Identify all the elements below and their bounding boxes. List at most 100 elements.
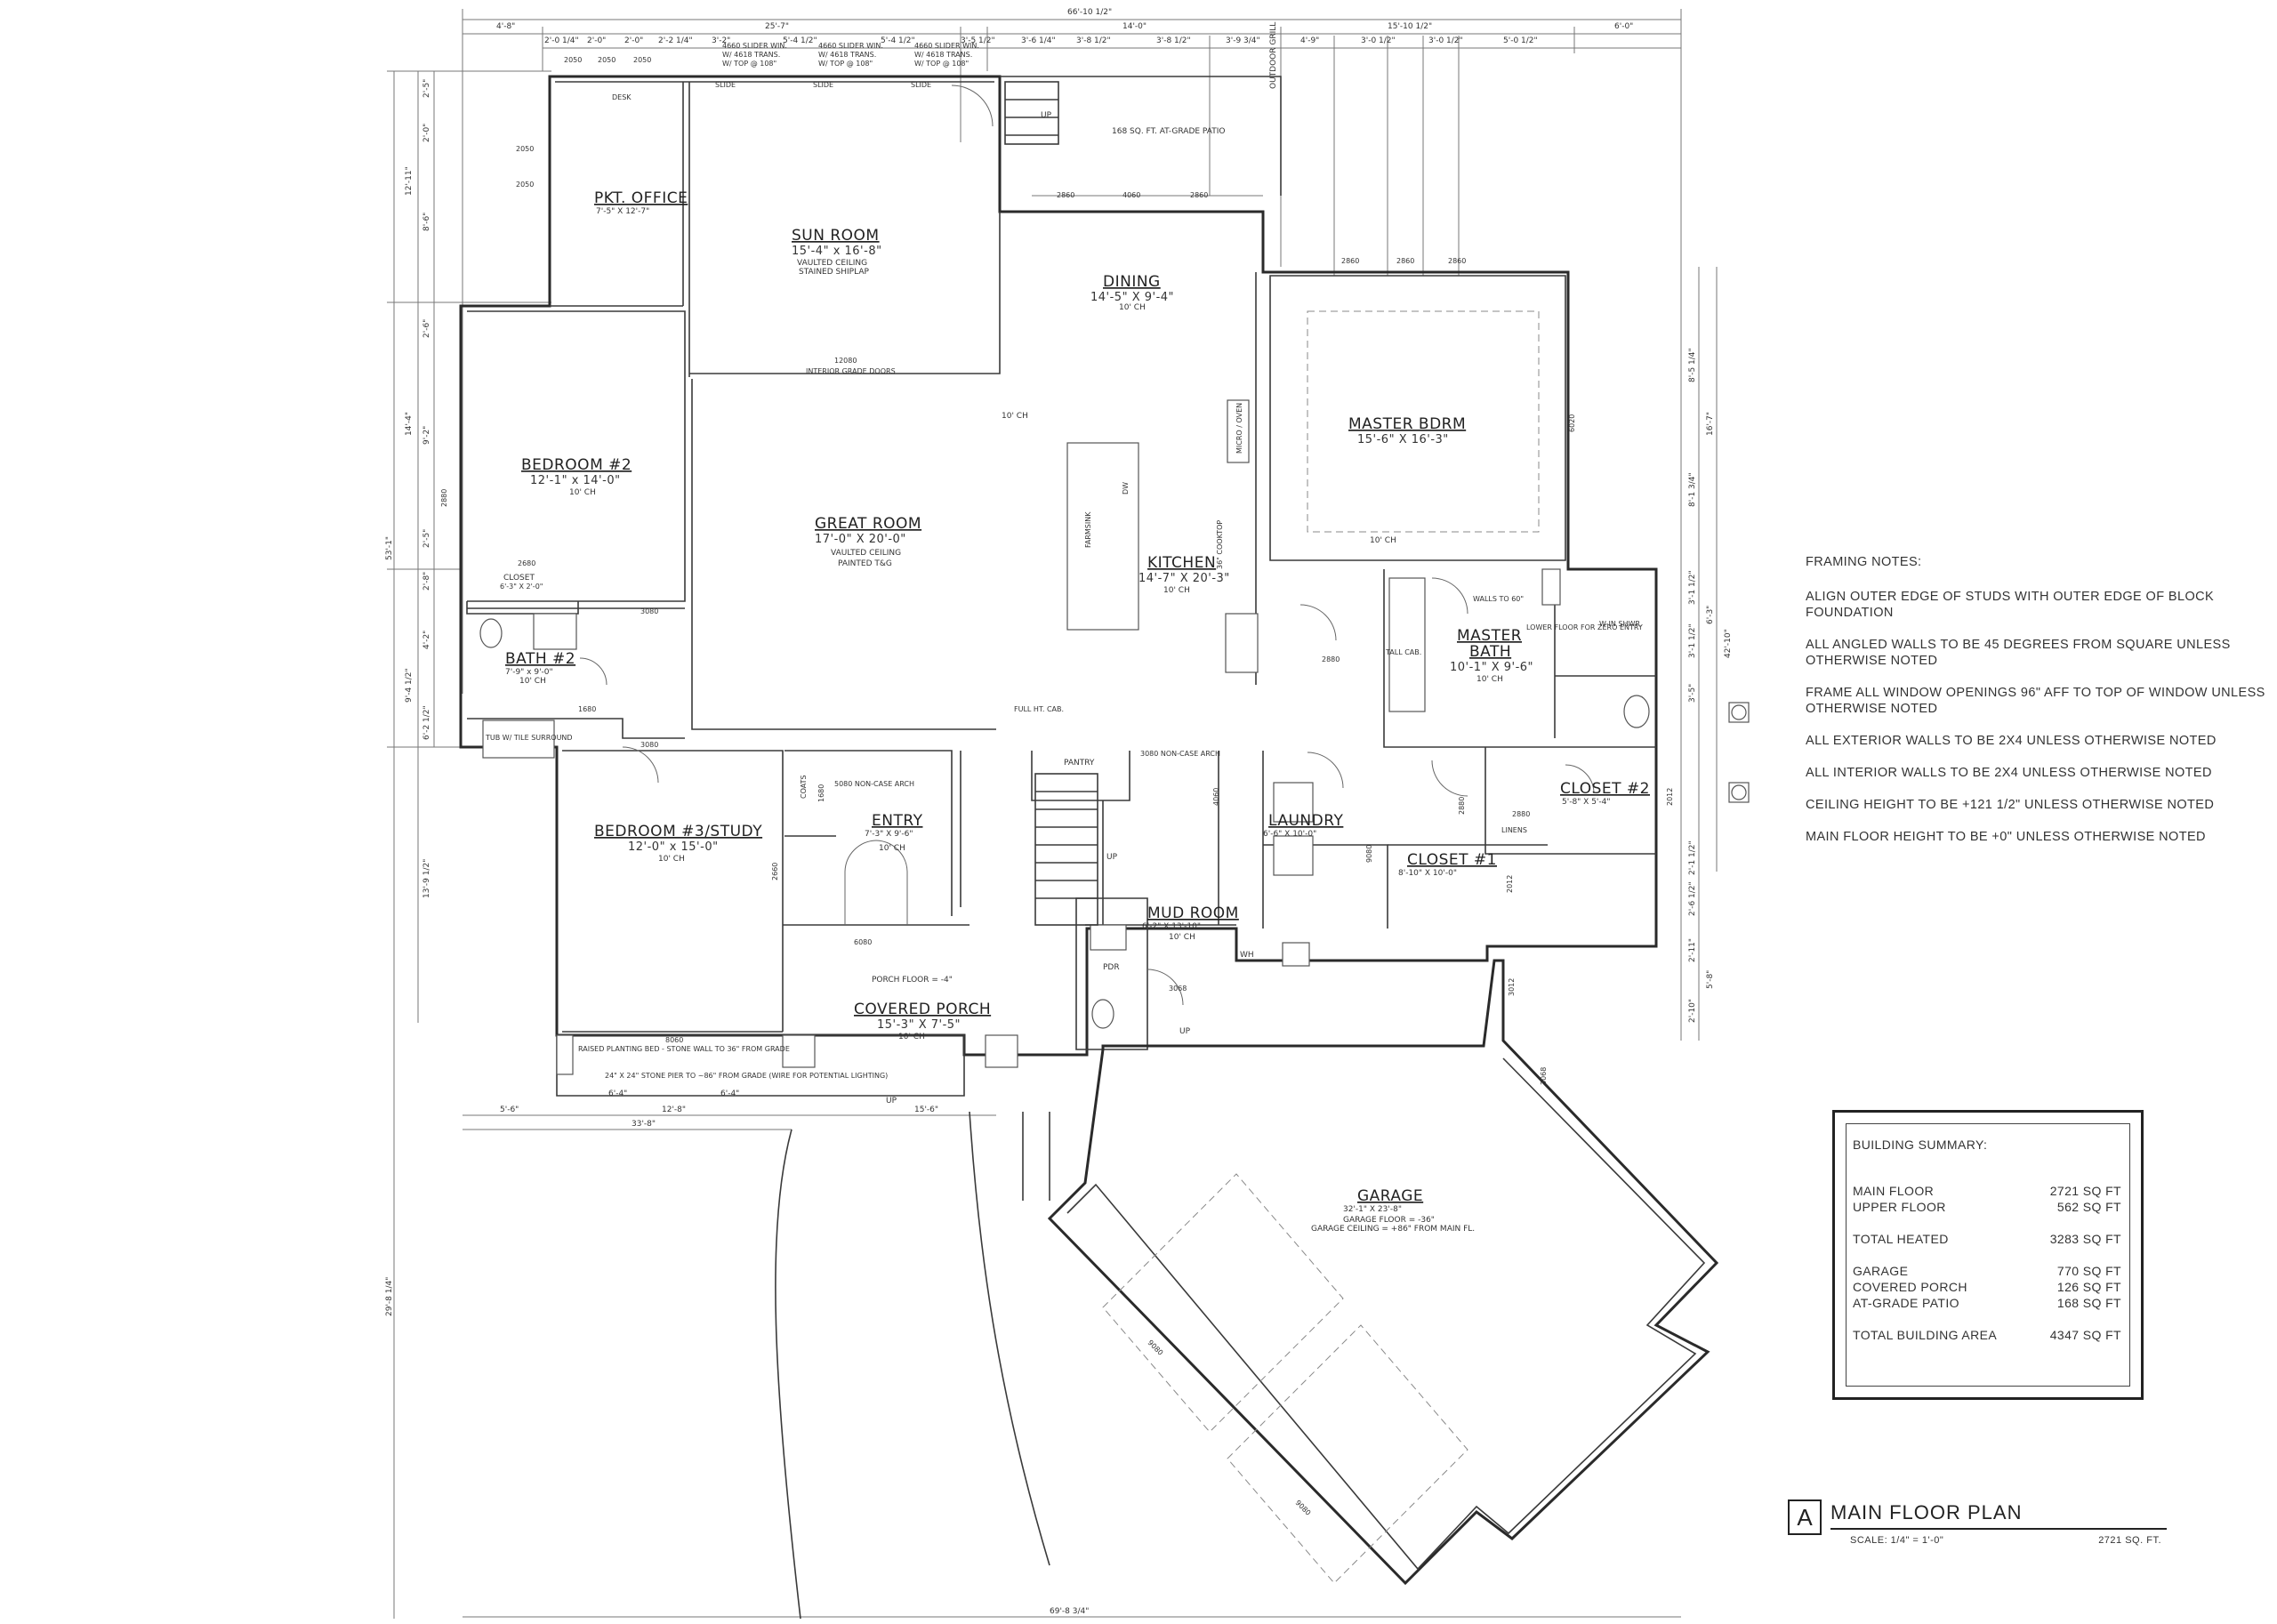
garage-note: GARAGE FLOOR = -36" (1343, 1216, 1435, 1225)
summary-label: TOTAL BUILDING AREA (1853, 1328, 1998, 1342)
sink-label: FARMSINK (1084, 511, 1092, 548)
dim-left: 2'-5" (422, 529, 431, 548)
framing-note: MAIN FLOOR HEIGHT TO BE +0" UNLESS OTHER… (1806, 830, 2206, 844)
opening-tag: 3068 (1169, 985, 1187, 993)
pdr-toilet (1091, 999, 1114, 1029)
framing-note: FRAME ALL WINDOW OPENINGS 96" AFF TO TOP… (1806, 686, 2265, 716)
room-size-mud-room: 6'-2" X 13'-10" (1142, 922, 1201, 931)
dim-top2: 2'-0 1/4" (544, 36, 579, 45)
opening-tag: 2880 (1512, 810, 1530, 818)
dim-right: 2'-11" (1688, 938, 1697, 962)
dim-right: 5'-8" (1706, 970, 1715, 989)
room-size-bath-2: 7'-9" x 9'-0" (505, 668, 553, 677)
room-name-covered-porch: COVERED PORCH (854, 1001, 991, 1018)
slider-label: W/ TOP @ 108" (722, 60, 776, 68)
dim-bottom: 5'-6" (500, 1105, 519, 1114)
plan-title: MAIN FLOOR PLAN (1830, 1501, 2023, 1524)
summary-label: COVERED PORCH (1853, 1280, 1967, 1294)
plan-area: 2721 SQ. FT. (2098, 1535, 2161, 1546)
opening-tag: 2050 (516, 181, 534, 189)
site-lines (775, 1111, 1050, 1620)
porch-floor-label: PORCH FLOOR = -4" (872, 976, 953, 985)
framing-note: ALIGN OUTER EDGE OF STUDS WITH OUTER EDG… (1806, 590, 2215, 620)
slider-label: W/ TOP @ 108" (818, 60, 873, 68)
stone-pier-label: 24" X 24" STONE PIER TO ~86" FROM GRADE … (605, 1072, 888, 1080)
desk-label: DESK (612, 93, 632, 101)
master-bath-ch: 10' CH (1476, 675, 1503, 684)
slider-label: W/ TOP @ 108" (914, 60, 969, 68)
dim-right: 42'-10" (1724, 629, 1733, 658)
summary-label: AT-GRADE PATIO (1853, 1296, 1959, 1310)
patio-stairs (1004, 81, 1059, 145)
opening-tag: 2050 (564, 56, 582, 64)
entry-ch: 10' CH (879, 844, 905, 853)
linens-label: LINENS (1501, 826, 1527, 834)
sun-room-note: VAULTED CEILING (797, 259, 867, 268)
opening-tag: 3080 (640, 741, 658, 749)
dim-bottom: 33'-8" (632, 1120, 656, 1129)
opening-tag: 2880 (1458, 797, 1466, 815)
cooktop-label: 36" COOKTOP (1216, 520, 1224, 569)
slider-label: 4660 SLIDER WIN. (914, 42, 979, 50)
summary-label: TOTAL HEATED (1853, 1232, 1949, 1246)
dim-top2: 3'-5 1/2" (961, 36, 995, 45)
room-name-closet-1: CLOSET #1 (1407, 851, 1497, 869)
right-dimension-lines: 8'-5 1/4" 16'-7" 8'-1 3/4" 3'-1 1/2" 6'-… (1680, 267, 1733, 1041)
dim-top2: 3'-6 1/4" (1021, 36, 1056, 45)
slide-label: SLIDE (715, 81, 736, 89)
dim-right: 6'-3" (1706, 606, 1715, 624)
kitchen-island (1066, 442, 1139, 631)
title-underline (1830, 1528, 2167, 1530)
room-size-pkt-office: 7'-5" X 12'-7" (596, 207, 649, 216)
bedroom-3-ch: 10' CH (658, 855, 685, 864)
opening-tag: 2860 (1190, 191, 1208, 199)
summary-value: 126 SQ FT (2056, 1280, 2121, 1294)
room-name-master-bath-2: BATH (1469, 643, 1511, 661)
master-toilet (1623, 695, 1650, 728)
dim-top2: 4'-9" (1300, 36, 1319, 45)
summary-row-at-grade-patio: AT-GRADE PATIO 168 SQ FT (1853, 1296, 2121, 1310)
room-name-great-room: GREAT ROOM (815, 515, 921, 533)
summary-label: UPPER FLOOR (1853, 1200, 1946, 1214)
building-summary-inner (1846, 1123, 2130, 1387)
dim-right: 2'-10" (1688, 999, 1697, 1023)
summary-row-total-building-area: TOTAL BUILDING AREA 4347 SQ FT (1853, 1328, 2121, 1342)
dim-bottom: 12'-8" (662, 1105, 686, 1114)
room-size-great-room: 17'-0" X 20'-0" (815, 533, 906, 546)
dim-top: 15'-10 1/2" (1388, 22, 1432, 31)
shower-head (1541, 568, 1561, 606)
framing-note: ALL ANGLED WALLS TO BE 45 DEGREES FROM S… (1806, 638, 2231, 668)
dim-top2: 2'-0" (624, 36, 643, 45)
room-size-closet: 6'-3" X 2'-0" (500, 583, 543, 591)
dim-top: 14'-0" (1122, 22, 1147, 31)
opening-tag: 6020 (1568, 414, 1576, 432)
sun-room-note: STAINED SHIPLAP (799, 268, 869, 277)
arch-label: 3080 NON-CASE ARCH (1140, 750, 1220, 758)
full-ht-cab-label: FULL HT. CAB. (1014, 705, 1064, 713)
top-dimension-lines: 66'-10 1/2" 4'-8" 25'-7" 14'-0" 15'-10 1… (462, 8, 1682, 694)
slider-label: 4660 SLIDER WIN. (722, 42, 787, 50)
planting-label: RAISED PLANTING BED - STONE WALL TO 36" … (578, 1045, 790, 1053)
room-name-master-bdrm: MASTER BDRM (1348, 415, 1466, 433)
room-size-master-bdrm: 15'-6" X 16'-3" (1357, 433, 1449, 446)
master-bdrm-ch: 10' CH (1370, 536, 1396, 545)
main-stairs: UP (1034, 773, 1118, 926)
bath-2-ch: 10' CH (519, 677, 546, 686)
opening-tag: 2860 (1448, 257, 1466, 265)
dim-top2: 5'-4 1/2" (783, 36, 817, 45)
room-name-bath-2: BATH #2 (505, 650, 575, 668)
walls-to-60-label: WALLS TO 60" (1473, 595, 1524, 603)
framing-note: ALL EXTERIOR WALLS TO BE 2X4 UNLESS OTHE… (1806, 734, 2217, 748)
slide-label: SLIDE (911, 81, 931, 89)
room-name-pantry: PANTRY (1064, 759, 1095, 768)
room-name-dining: DINING (1103, 273, 1161, 291)
fixtures: UP (479, 81, 1750, 1029)
opening-tag: 2860 (1341, 257, 1359, 265)
dim-top2: 2'-2 1/4" (658, 36, 693, 45)
opening-tag: 9080 (1294, 1499, 1313, 1517)
room-name-pdr: PDR (1103, 963, 1120, 972)
dim-left: 14'-4" (405, 412, 414, 436)
bathtub (482, 720, 555, 759)
opening-tag: 4060 (1122, 191, 1140, 199)
toilet (479, 618, 503, 648)
